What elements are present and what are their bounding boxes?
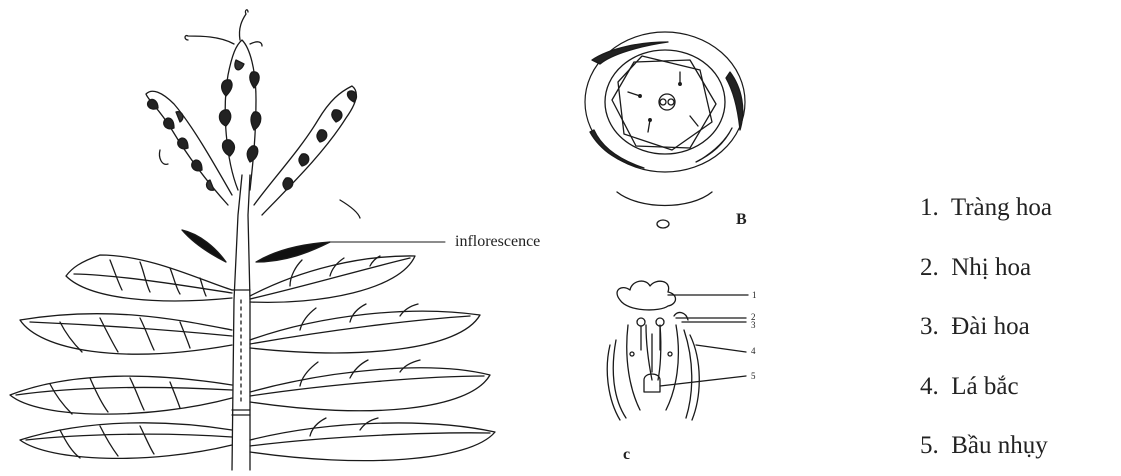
legend-text: Lá bắc <box>951 373 1018 400</box>
figure-b-floral-diagram <box>585 32 745 228</box>
figure-b-label: B <box>736 211 747 229</box>
right-flower-spike <box>254 86 360 218</box>
part-number-4: 4 <box>751 346 756 356</box>
parts-legend: 1. Tràng hoa 2. Nhị hoa 3. Đài hoa 4. Lá… <box>920 178 1052 476</box>
legend-number: 4. <box>920 373 939 400</box>
legend-number: 5. <box>920 432 939 459</box>
legend-text: Tràng hoa <box>951 194 1052 221</box>
legend-text: Bầu nhụy <box>951 432 1048 459</box>
inflorescence-label: inflorescence <box>455 233 540 251</box>
legend-item: 2. Nhị hoa <box>920 238 1052 298</box>
legend-item: 3. Đài hoa <box>920 297 1052 357</box>
legend-number: 3. <box>920 313 939 340</box>
figure-c-flower-section <box>607 281 748 420</box>
figure-c-label: c <box>623 446 630 464</box>
right-leaves <box>250 256 495 461</box>
legend-item: 1. Tràng hoa <box>920 178 1052 238</box>
legend-item: 4. Lá bắc <box>920 357 1052 417</box>
legend-item: 5. Bầu nhụy <box>920 416 1052 476</box>
legend-number: 1. <box>920 194 939 221</box>
part-number-5: 5 <box>751 371 756 381</box>
left-flower-spike <box>146 91 232 205</box>
part-number-3: 3 <box>751 320 756 330</box>
legend-text: Nhị hoa <box>951 254 1031 281</box>
part-number-1: 1 <box>752 290 757 300</box>
legend-number: 2. <box>920 254 939 281</box>
inflorescence-bracts <box>182 230 445 262</box>
legend-text: Đài hoa <box>951 313 1029 340</box>
plant-stem <box>232 175 250 470</box>
left-leaves <box>10 255 232 458</box>
